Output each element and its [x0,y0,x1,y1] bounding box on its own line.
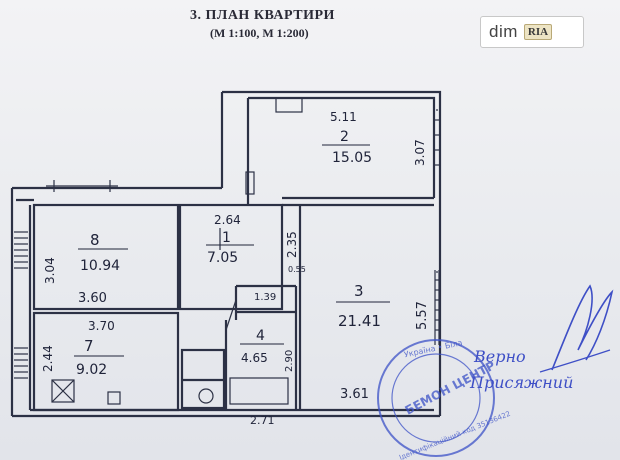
dim-bottom: 2.71 [250,414,275,427]
room-4-number: 4 [256,328,265,344]
dimria-watermark-logo: dim RIA [480,16,584,48]
signature-line2: Присяжний [469,373,573,392]
signature: Верно Присяжний [469,284,614,392]
watermark-badge: RIA [523,24,553,40]
signature-scribble [551,284,614,371]
room-7-area: 9.02 [76,362,107,378]
dim-room7-side: 2.44 [41,345,55,372]
signature-underline [539,349,611,373]
room-2-dimension: 5.11 [330,110,357,124]
room-7-dimension: 3.70 [88,319,115,333]
signature-line1: Верно [473,347,526,366]
room-1-dimension: 2.64 [214,213,241,227]
plan-windows [14,109,440,379]
dim-small: 0.55 [288,265,306,274]
room-labels: 5.11 2 15.05 8 10.94 2.64 1 7.05 3 21.41… [74,110,390,378]
dim-room4-side: 2.90 [284,350,295,372]
room-7-number: 7 [84,337,94,355]
dim-room2-side: 3.07 [413,139,427,166]
dim-room8-bottom: 3.60 [78,291,107,306]
room-8-area: 10.94 [80,258,120,274]
dim-room8-side: 3.04 [43,257,57,284]
dim-room3-bottom: 3.61 [340,387,369,402]
room-2-area: 15.05 [332,150,372,166]
plan-fixtures [51,97,303,405]
room-4-area: 4.65 [241,351,268,365]
room-1-area: 7.05 [207,250,238,266]
plan-walls [10,90,442,418]
room-1-number: 1 [222,230,231,246]
dim-room3-side: 5.57 [415,301,430,330]
document-title: 3. ПЛАН КВАРТИРИ [190,8,335,23]
document-scale: (М 1:100, М 1:200) [210,26,309,40]
watermark-brand: dim [489,22,518,41]
room-8-number: 8 [90,231,100,249]
room-2-number: 2 [340,129,349,145]
dim-room1-side: 2.35 [285,231,299,258]
room-3-area: 21.41 [338,312,381,330]
stamp-ring-top: Україна • Біла [403,338,463,359]
dimension-labels: 3.07 3.04 3.60 2.35 5.57 3.61 2.44 1.39 … [41,139,430,427]
dim-room4-top: 1.39 [254,292,276,303]
room-3-number: 3 [354,282,364,300]
